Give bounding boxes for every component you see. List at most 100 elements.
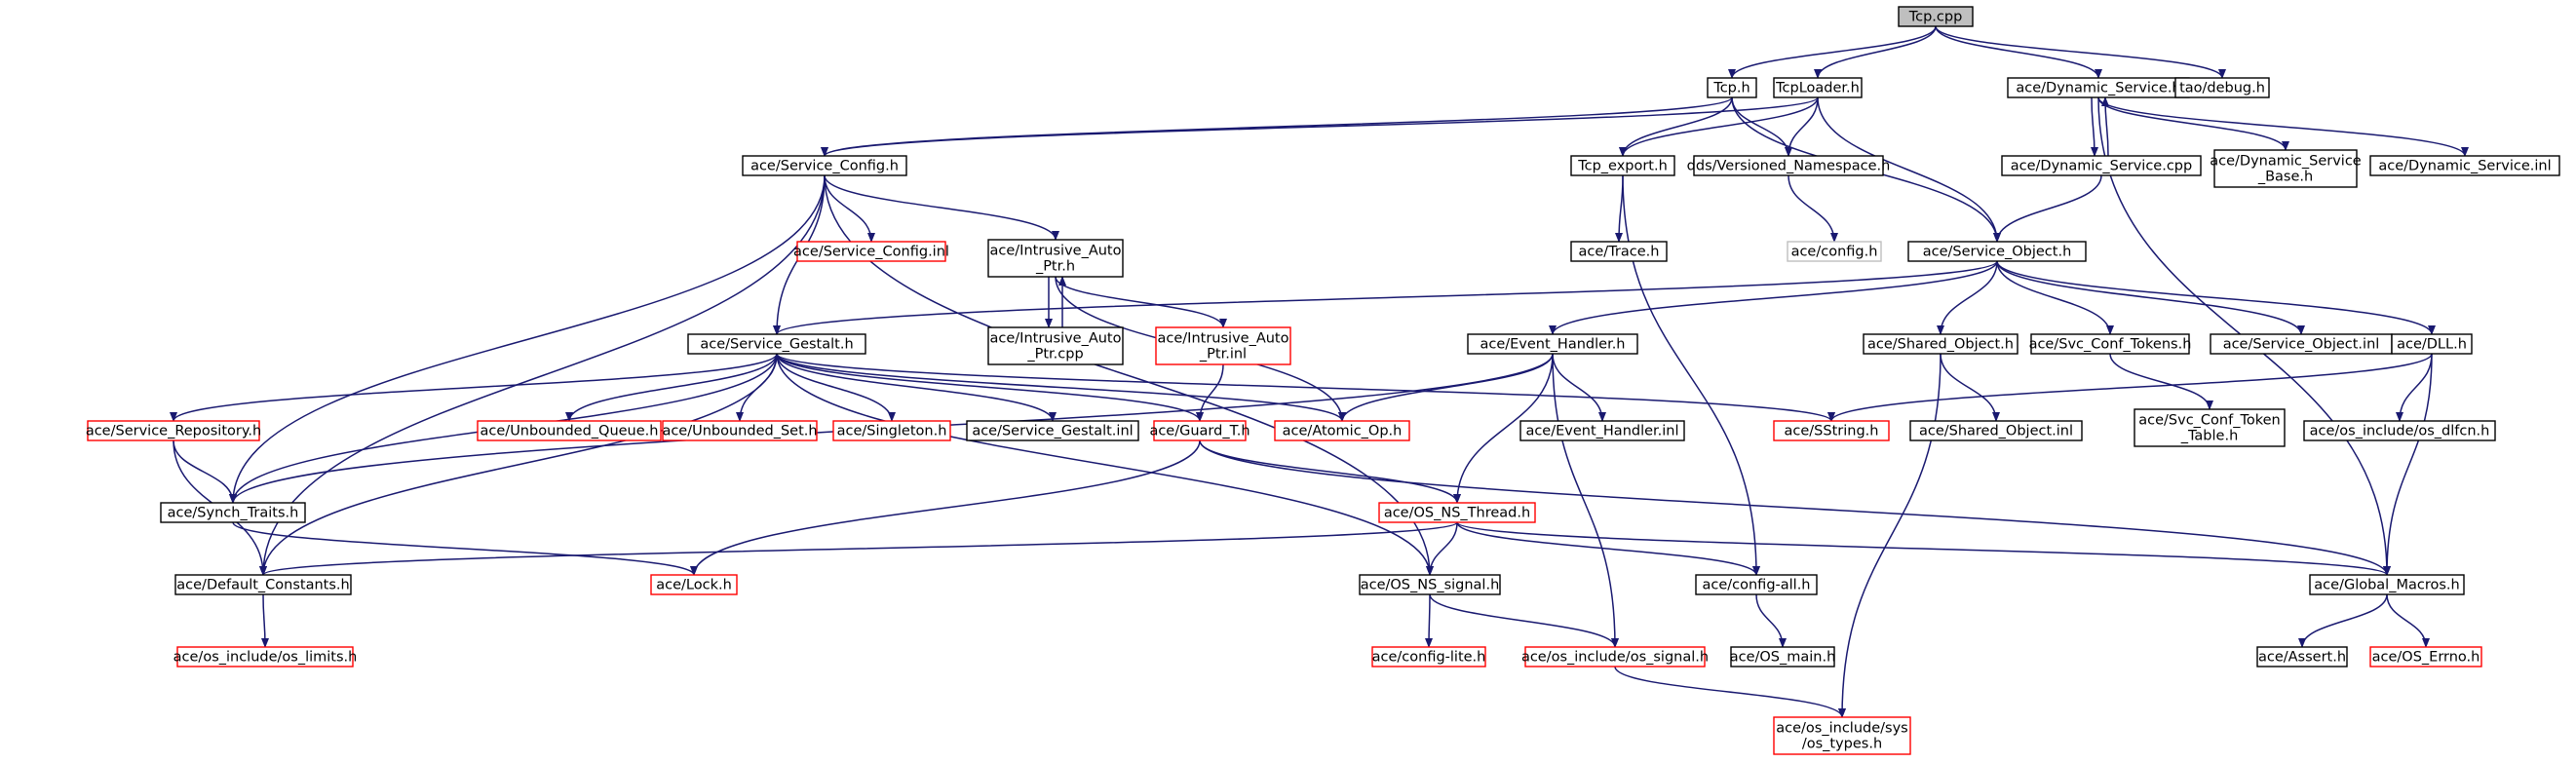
node-assert-h[interactable]: ace/Assert.h (2256, 646, 2348, 668)
node-dyn-service-inl[interactable]: ace/Dynamic_Service.inl (2369, 155, 2560, 176)
node-box (1707, 77, 1757, 98)
edge-tcp-export-h-to-config-all-h (1622, 174, 1760, 576)
node-event-handler-h[interactable]: ace/Event_Handler.h (1467, 333, 1638, 355)
node-atomic-op-h[interactable]: ace/Atomic_Op.h (1274, 420, 1410, 441)
edge-line (2090, 96, 2098, 157)
node-dll-h[interactable]: ace/DLL.h (2391, 333, 2473, 355)
node-sstring-h[interactable]: ace/SString.h (1773, 420, 1890, 441)
node-service-repository-h[interactable]: ace/Service_Repository.h (86, 420, 261, 441)
node-service-config-h[interactable]: ace/Service_Config.h (742, 155, 907, 176)
node-label: ace/Global_Macros.h (2314, 578, 2459, 593)
node-tcp-cpp[interactable]: Tcp.cpp (1898, 6, 1974, 27)
node-intrusive-auto-ptr-h[interactable]: ace/Intrusive_Auto_Ptr.h (987, 239, 1124, 278)
node-box (1773, 716, 1911, 755)
edge-line (2097, 96, 2289, 151)
node-service-gestalt-h[interactable]: ace/Service_Gestalt.h (687, 333, 866, 355)
node-unbounded-set-h[interactable]: ace/Unbounded_Set.h (662, 420, 818, 441)
node-os-limits-h[interactable]: ace/os_include/os_limits.h (173, 646, 358, 668)
edge-service-object-h-to-svc-conf-tokens-h (1996, 260, 2114, 335)
node-box (1773, 420, 1890, 441)
node-box (2174, 77, 2270, 98)
node-label: ace/Shared_Object.h (1867, 337, 2014, 353)
node-synch-traits-h[interactable]: ace/Synch_Traits.h (160, 502, 306, 523)
node-os-errno-h[interactable]: ace/OS_Errno.h (2369, 646, 2482, 668)
edge-service-gestalt-h-to-singleton-h (776, 353, 896, 422)
node-shared-object-inl[interactable]: ace/Shared_Object.inl (1909, 420, 2083, 441)
node-box (1909, 420, 2083, 441)
node-label: ace/os_include/sys (1776, 721, 1907, 737)
edge-service-object-h-to-service-object-inl (1996, 260, 2305, 335)
node-label: Tcp.cpp (1908, 10, 1963, 25)
edge-tcp-cpp-to-tcp-h (1728, 25, 1937, 79)
node-os-dlfcn-h[interactable]: ace/os_include/os_dlfcn.h (2303, 420, 2496, 441)
node-service-object-inl[interactable]: ace/Service_Object.inl (2210, 333, 2393, 355)
node-label: ace/SString.h (1785, 424, 1879, 439)
node-label: ace/Shared_Object.inl (1919, 424, 2073, 439)
node-os-ns-thread-h[interactable]: ace/OS_NS_Thread.h (1378, 502, 1536, 523)
node-lock-h[interactable]: ace/Lock.h (650, 574, 738, 595)
edge-tcp-h-to-service-config-h (821, 96, 1733, 157)
edge-os-ns-signal-h-to-config-lite-h (1425, 593, 1434, 648)
node-global-macros-h[interactable]: ace/Global_Macros.h (2309, 574, 2465, 595)
node-trace-h[interactable]: ace/Trace.h (1570, 241, 1668, 262)
edge-dll-h-to-sstring-h (1827, 353, 2433, 422)
node-service-config-inl[interactable]: ace/Service_Config.inl (793, 241, 949, 262)
node-os-ns-signal-h[interactable]: ace/OS_NS_signal.h (1359, 574, 1501, 595)
node-os-signal-h[interactable]: ace/os_include/os_signal.h (1521, 646, 1709, 668)
edge-service-gestalt-h-to-service-gestalt-inl (776, 353, 1057, 422)
node-shared-object-h[interactable]: ace/Shared_Object.h (1863, 333, 2019, 355)
node-config-h[interactable]: ace/config.h (1787, 241, 1882, 262)
edge-service-repository-h-to-synch-traits-h (173, 439, 237, 504)
node-label: ace/Trace.h (1579, 245, 1660, 260)
edge-line (1552, 353, 1606, 422)
edge-line (1940, 353, 2000, 422)
node-tao-debug-h[interactable]: tao/debug.h (2174, 77, 2270, 98)
node-tcp-export-h[interactable]: Tcp_export.h (1570, 155, 1675, 176)
node-tcploader-h[interactable]: TcpLoader.h (1773, 77, 1863, 98)
node-unbounded-queue-h[interactable]: ace/Unbounded_Queue.h (477, 420, 662, 441)
edge-line (2396, 353, 2433, 422)
node-event-handler-inl[interactable]: ace/Event_Handler.inl (1519, 420, 1685, 441)
node-label: ace/OS_NS_signal.h (1361, 578, 1500, 593)
edge-line (1814, 25, 1937, 79)
edge-dyn-service-h-to-dyn-service-base-h (2097, 96, 2289, 151)
node-singleton-h[interactable]: ace/Singleton.h (832, 420, 951, 441)
edge-service-config-h-to-default-constants-h (259, 174, 826, 576)
node-dyn-service-base-h[interactable]: ace/Dynamic_Service_Base.h (2210, 149, 2362, 188)
node-box (2213, 149, 2358, 188)
node-service-gestalt-inl[interactable]: ace/Service_Gestalt.inl (966, 420, 1139, 441)
node-os-types-h[interactable]: ace/os_include/sys/os_types.h (1773, 716, 1911, 755)
node-os-main-h[interactable]: ace/OS_main.h (1730, 646, 1836, 668)
node-box (1730, 646, 1835, 668)
node-box (1787, 241, 1882, 262)
node-tcp-h[interactable]: Tcp.h (1707, 77, 1757, 98)
node-box (2134, 408, 2286, 447)
node-config-lite-h[interactable]: ace/config-lite.h (1371, 646, 1486, 668)
edge-shared-object-h-to-shared-object-inl (1940, 353, 2000, 422)
node-svc-conf-token-table-h[interactable]: ace/Svc_Conf_Token_Table.h (2134, 408, 2286, 447)
node-svc-conf-tokens-h[interactable]: ace/Svc_Conf_Tokens.h (2029, 333, 2192, 355)
node-guard-t-h[interactable]: ace/Guard_T.h (1149, 420, 1250, 441)
edge-dyn-service-h-to-dyn-service-cpp (2090, 96, 2098, 157)
edge-line (1429, 593, 1619, 648)
node-config-all-h[interactable]: ace/config-all.h (1695, 574, 1818, 595)
edge-line (1426, 521, 1458, 576)
edge-line (1728, 25, 1937, 79)
node-label: ace/Guard_T.h (1149, 424, 1250, 439)
node-dyn-service-h[interactable]: ace/Dynamic_Service.h (2007, 77, 2190, 98)
node-label: ace/Unbounded_Queue.h (481, 424, 659, 439)
edge-event-handler-h-to-atomic-op-h (1338, 353, 1554, 422)
node-intrusive-auto-ptr-inl[interactable]: ace/Intrusive_Auto_Ptr.inl (1155, 326, 1291, 365)
node-dds-versioned-ns-h[interactable]: dds/Versioned_Namespace.h (1687, 155, 1891, 176)
node-service-object-h[interactable]: ace/Service_Object.h (1907, 241, 2087, 262)
node-box (1570, 241, 1668, 262)
node-box (832, 420, 951, 441)
node-intrusive-auto-ptr-cpp[interactable]: ace/Intrusive_Auto_Ptr.cpp (987, 326, 1124, 365)
node-default-constants-h[interactable]: ace/Default_Constants.h (174, 574, 352, 595)
node-box (987, 326, 1124, 365)
edge-line (1549, 260, 1998, 335)
edge-os-ns-signal-h-to-os-signal-h (1429, 593, 1619, 648)
edge-service-object-h-to-dll-h (1996, 260, 2436, 335)
node-dyn-service-cpp[interactable]: ace/Dynamic_Service.cpp (2001, 155, 2202, 176)
node-box (662, 420, 818, 441)
